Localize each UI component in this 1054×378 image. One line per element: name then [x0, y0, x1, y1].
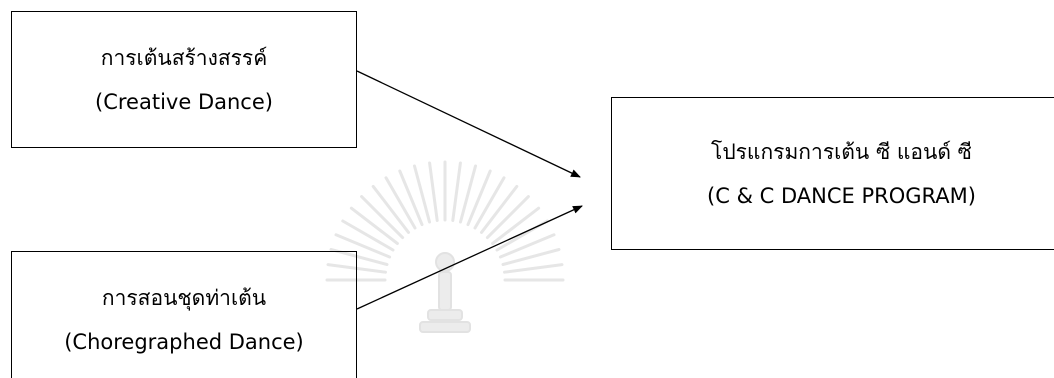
arrow-choreographed-to-program: [356, 205, 583, 310]
creative-dance-thai-label: การเต้นสร้างสรรค์: [100, 45, 268, 70]
dance-program-box: โปรแกรมการเต้น ซี แอนด์ ซี (C & C DANCE …: [611, 97, 1054, 250]
emblem-ray: [480, 184, 519, 234]
emblem-ray: [334, 233, 392, 259]
choreographed-dance-box: การสอนชุดท่าเต้น (Choregraphed Dance): [11, 251, 357, 378]
emblem-ray: [384, 176, 417, 230]
emblem-ray: [503, 263, 564, 274]
arrow-creative-to-program: [356, 70, 581, 178]
emblem-ray: [501, 248, 561, 266]
emblem-ray: [466, 169, 492, 227]
dance-program-english-label: (C & C DANCE PROGRAM): [707, 183, 976, 208]
choreographed-dance-english-label: (Choregraphed Dance): [64, 329, 304, 354]
emblem-ray: [360, 195, 405, 240]
emblem-ray: [341, 219, 395, 252]
emblem-ray: [398, 169, 424, 227]
emblem-ray: [371, 184, 410, 234]
creative-dance-english-label: (Creative Dance): [95, 89, 273, 114]
creative-dance-box: การเต้นสร้างสรรค์ (Creative Dance): [11, 11, 357, 148]
emblem-ray: [485, 195, 530, 240]
emblem-ray: [428, 161, 439, 222]
emblem-ray: [413, 164, 431, 224]
choreographed-dance-thai-label: การสอนชุดท่าเต้น: [101, 285, 267, 310]
emblem-ray: [459, 164, 477, 224]
emblem-ray: [451, 161, 462, 222]
university-emblem-icon: [325, 160, 565, 333]
emblem-ray: [491, 206, 541, 245]
emblem-ray: [473, 176, 506, 230]
dance-program-thai-label: โปรแกรมการเต้น ซี แอนด์ ซี: [711, 139, 972, 164]
emblem-ray: [498, 233, 556, 259]
emblem-ray: [329, 248, 389, 266]
emblem-ray: [349, 206, 399, 245]
